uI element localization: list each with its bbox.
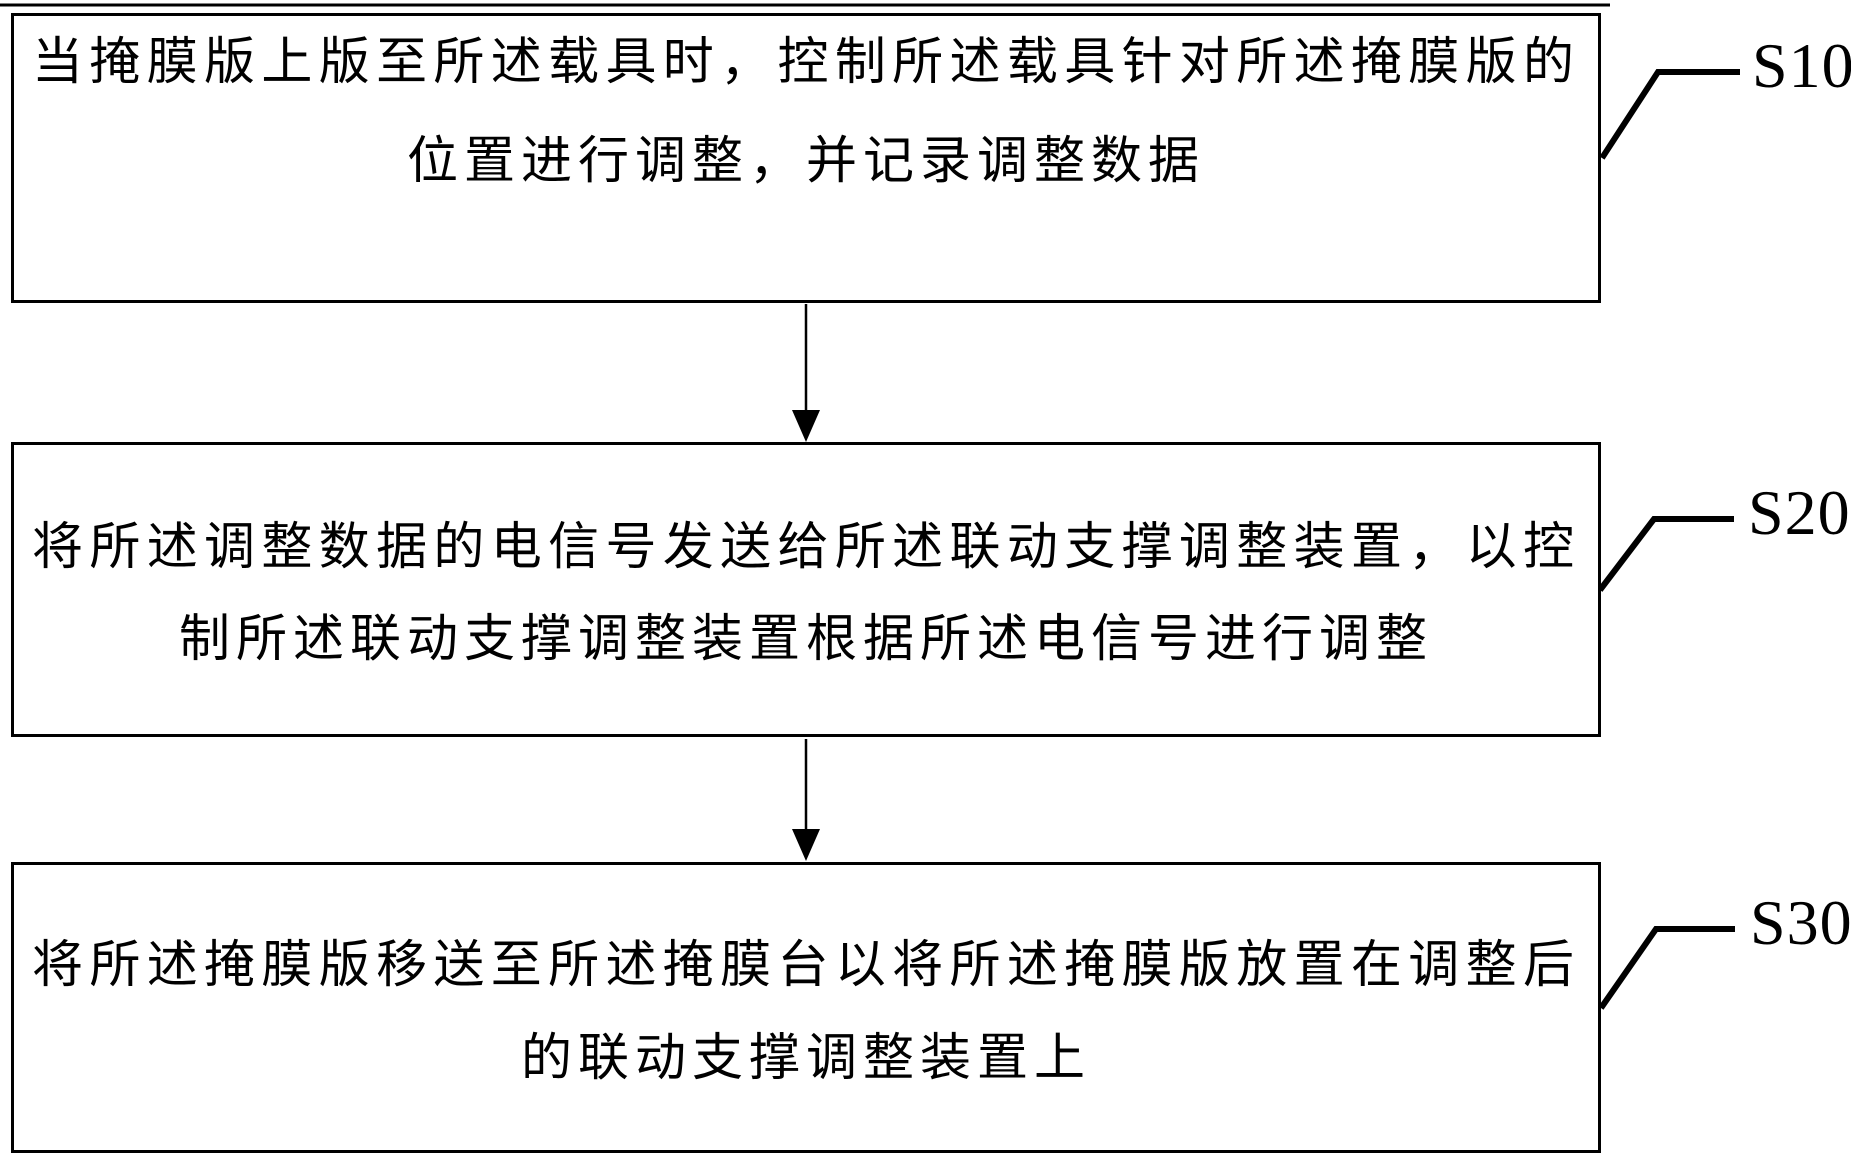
step-label-s10: S10 <box>1752 30 1851 101</box>
leader-line-s30 <box>1598 926 1735 1010</box>
step-box-s30: 将所述掩膜版移送至所述掩膜台以将所述掩膜版放置在调整后 的联动支撑调整装置上 <box>11 862 1601 1153</box>
leader-line-s20 <box>1597 516 1734 592</box>
step-s30-text-line1: 将所述掩膜版移送至所述掩膜台以将所述掩膜版放置在调整后 <box>32 938 1580 994</box>
step-label-s30: S30 <box>1750 887 1851 958</box>
down-arrow-head-icon <box>792 410 820 442</box>
step-box-s20: 将所述调整数据的电信号发送给所述联动支撑调整装置，以控 制所述联动支撑调整装置根… <box>11 442 1601 737</box>
step-s30-text-line2: 的联动支撑调整装置上 <box>520 1031 1091 1087</box>
arrow-s20-to-s30 <box>792 739 820 861</box>
step-s10-text-line2: 位置进行调整，并记录调整数据 <box>406 134 1205 190</box>
step-s20-text-line1: 将所述调整数据的电信号发送给所述联动支撑调整装置，以控 <box>32 520 1580 576</box>
down-arrow-head-icon <box>792 829 820 861</box>
step-box-s10: 当掩膜版上版至所述载具时，控制所述载具针对所述掩膜版的 位置进行调整，并记录调整… <box>11 13 1601 303</box>
step-s10-text-line1: 当掩膜版上版至所述载具时，控制所述载具针对所述掩膜版的 <box>32 35 1580 91</box>
step-s20-text-line2: 制所述联动支撑调整装置根据所述电信号进行调整 <box>178 612 1433 668</box>
step-label-s20: S20 <box>1748 477 1851 548</box>
arrow-s10-to-s20 <box>792 304 820 442</box>
leader-line-s10 <box>1599 69 1740 160</box>
